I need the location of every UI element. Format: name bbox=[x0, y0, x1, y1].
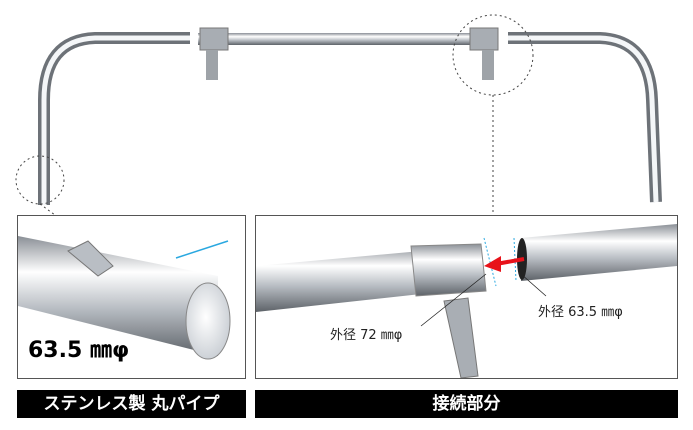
bumper-bar-overview bbox=[15, 14, 662, 216]
pipe-end-image bbox=[18, 236, 231, 360]
joint-caption: 接続部分 bbox=[255, 390, 678, 418]
joint-diameter-label: 外径 72 ㎜φ bbox=[330, 328, 403, 343]
joint-image bbox=[256, 224, 677, 378]
dimension-line bbox=[175, 240, 229, 259]
pipe-caption: ステンレス製 丸パイプ bbox=[17, 390, 246, 418]
joint-detail-panel: 外径 72 ㎜φ 外径 63.5 ㎜φ bbox=[255, 215, 678, 379]
pipe-diameter-label: 外径 63.5 ㎜φ bbox=[538, 305, 623, 320]
pipe-detail-panel: 63.5 ㎜φ bbox=[17, 215, 246, 379]
diameter-label: 63.5 ㎜φ bbox=[28, 338, 130, 363]
